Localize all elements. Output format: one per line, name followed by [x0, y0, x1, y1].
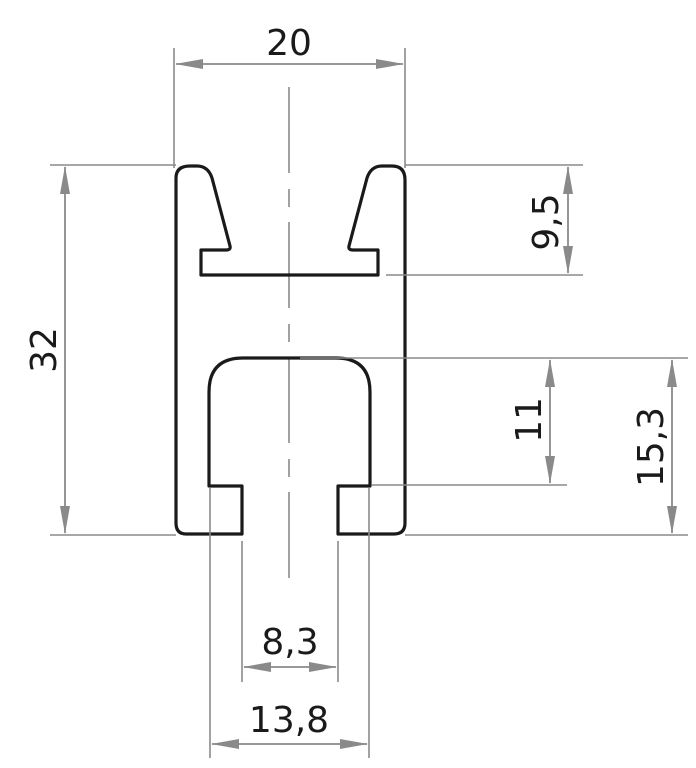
dimension-label-15-3: 15,3	[631, 407, 672, 487]
dimension-bottom-cavity-total-height: 15,3	[405, 359, 688, 536]
dimension-label-20: 20	[266, 23, 312, 64]
dimension-bottom-cavity-width: 13,8	[209, 488, 370, 758]
dimension-top-slot-depth: 9,5	[386, 164, 583, 276]
dimension-bottom-cavity-inner-height: 11	[300, 357, 688, 486]
profile-outer-contour	[174, 164, 407, 536]
dimension-label-13-8: 13,8	[249, 700, 329, 741]
dimension-label-11: 11	[509, 397, 550, 443]
dimension-label-32: 32	[24, 327, 65, 373]
dimension-bottom-slot-opening: 8,3	[241, 541, 339, 682]
dimension-label-9-5: 9,5	[526, 193, 567, 250]
dimension-overall-height: 32	[24, 164, 176, 536]
dimension-label-8-3: 8,3	[261, 622, 318, 663]
dimension-overall-width: 20	[173, 23, 406, 168]
